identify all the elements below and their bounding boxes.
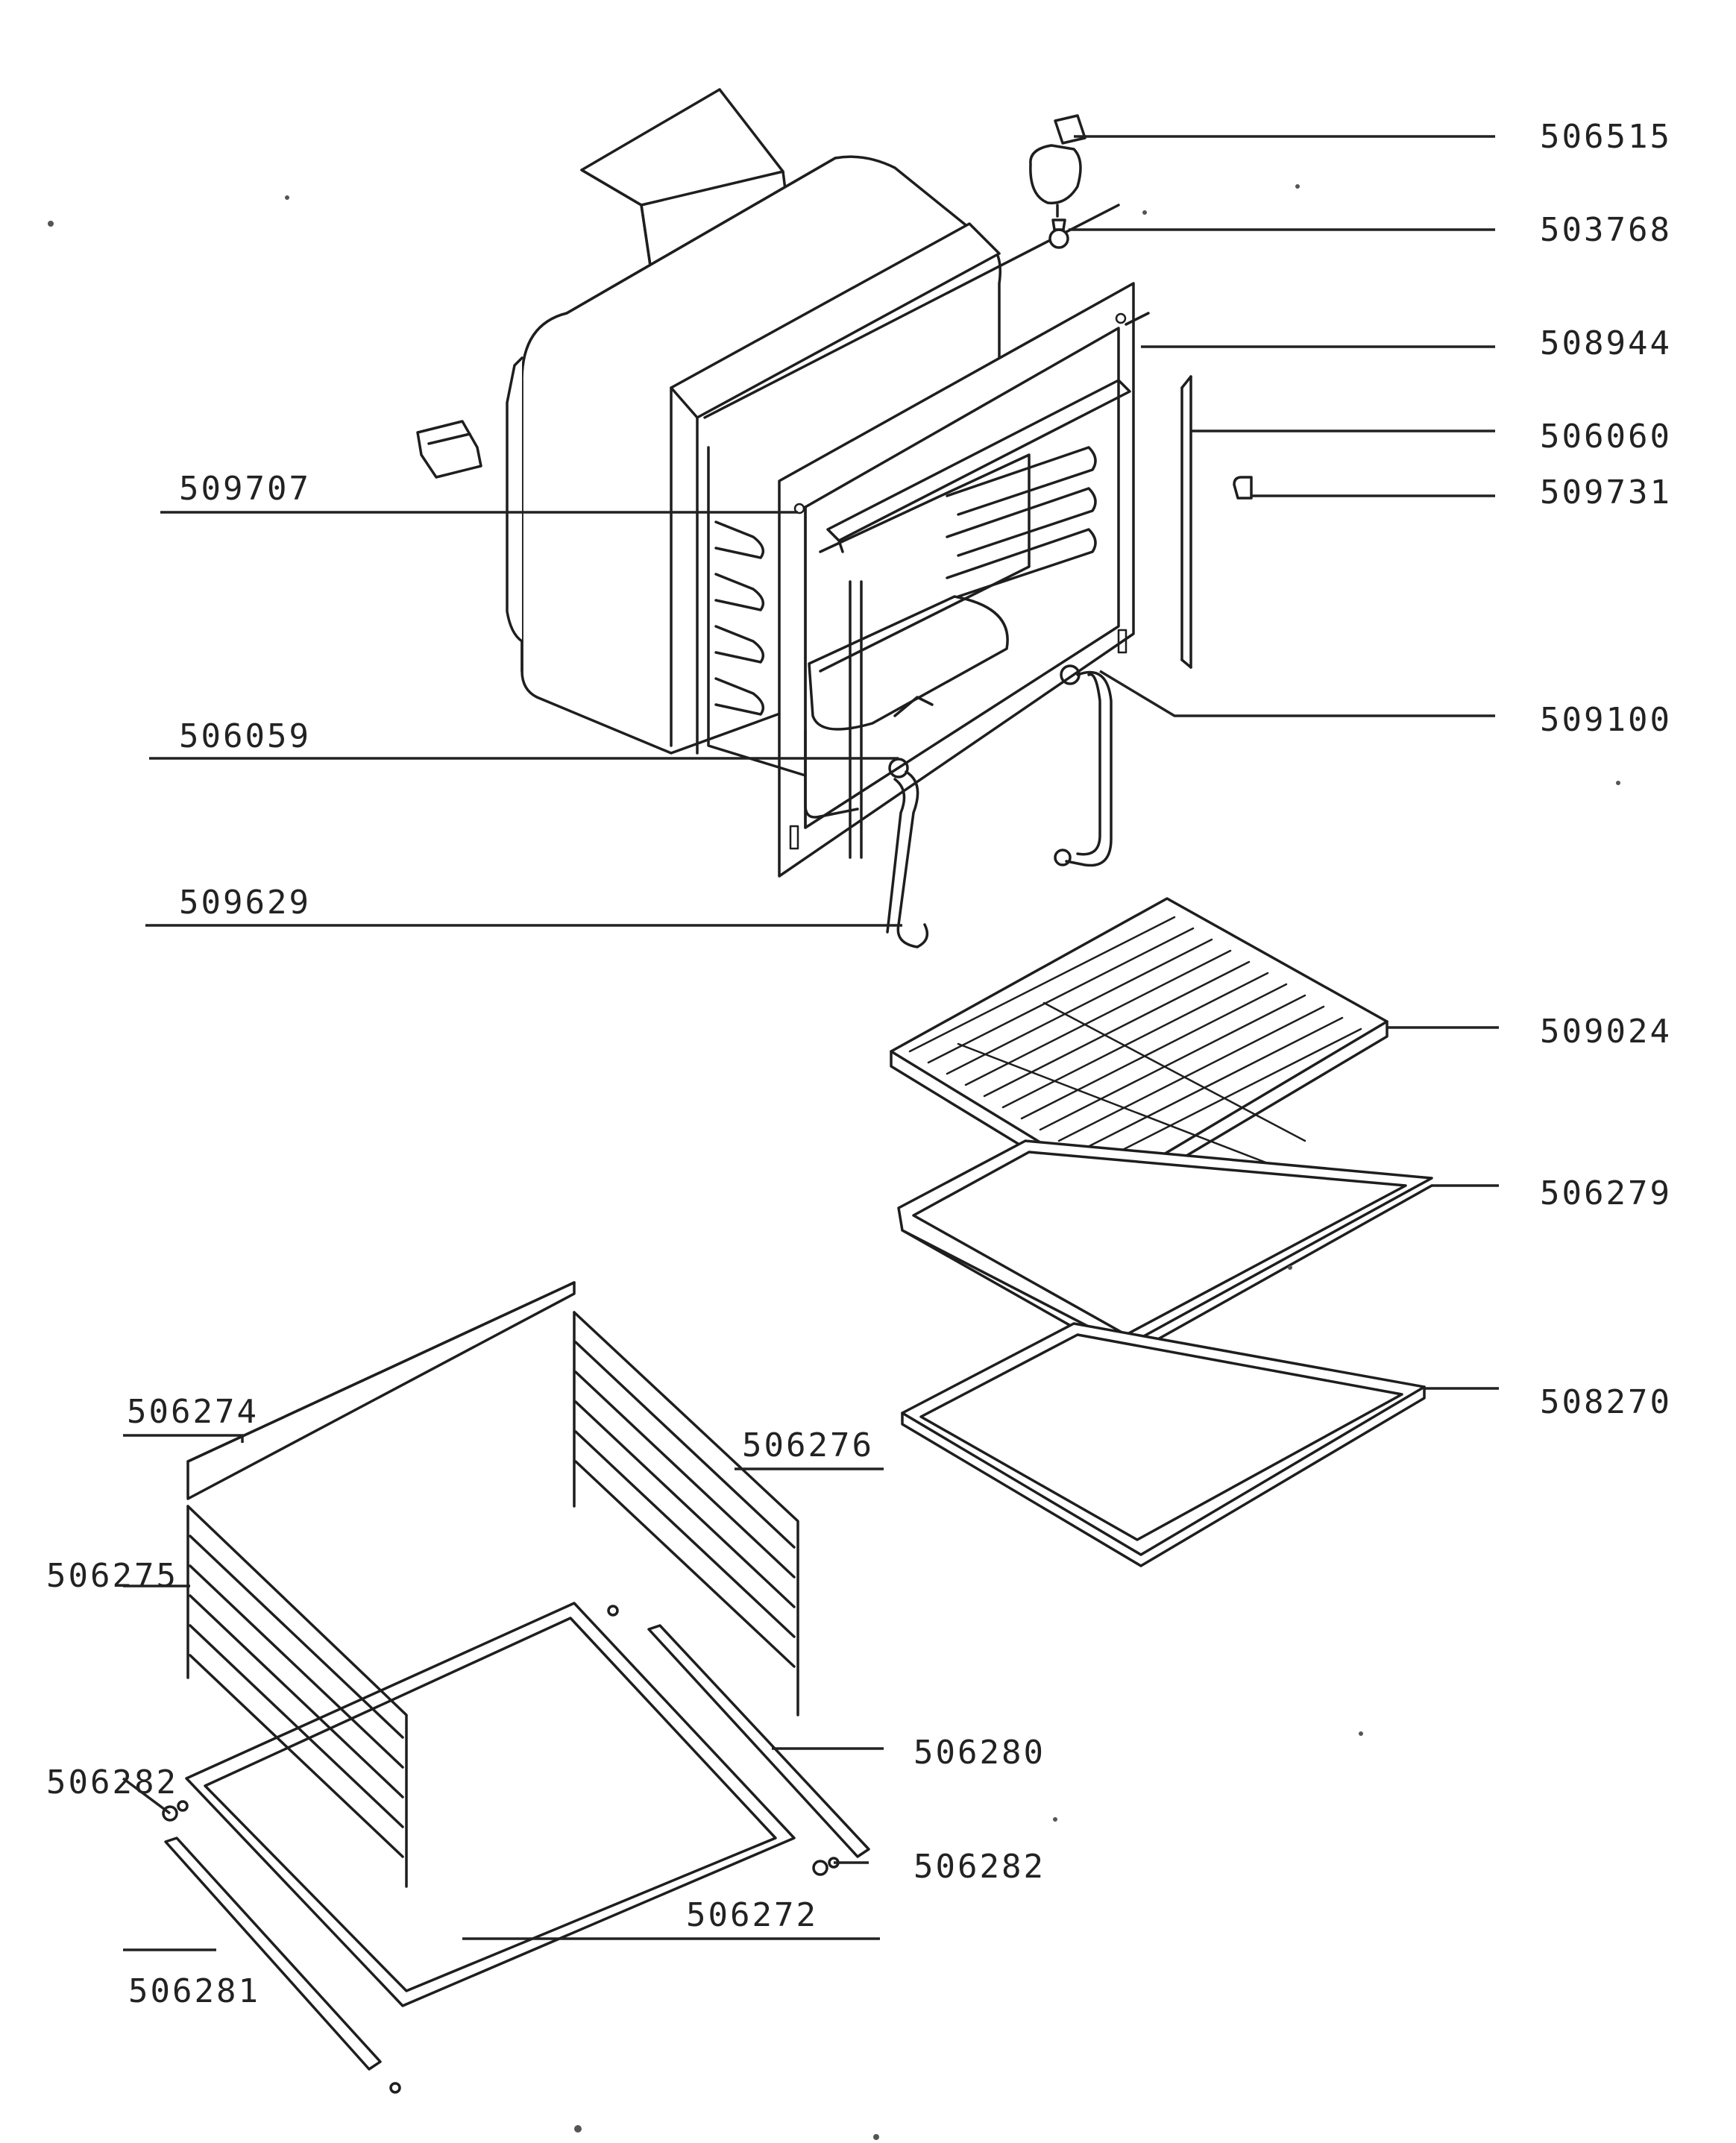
part-label-509731: 509731	[1540, 473, 1672, 512]
part-label-509100: 509100	[1540, 701, 1672, 739]
part-label-506280: 506280	[913, 1734, 1045, 1772]
part-label-506276: 506276	[742, 1426, 874, 1464]
part-labels: 506515 503768 508944 506060 509731 50970…	[46, 118, 1672, 2010]
part-label-509024: 509024	[1540, 1013, 1672, 1051]
part-label-506272: 506272	[686, 1896, 818, 1934]
part-label-506059: 506059	[179, 717, 311, 755]
leader-lines	[122, 135, 1499, 1951]
part-label-509629: 509629	[179, 884, 311, 922]
part-label-506060: 506060	[1540, 418, 1672, 456]
part-label-506279: 506279	[1540, 1174, 1672, 1212]
part-label-506515: 506515	[1540, 118, 1672, 156]
drip-frame-drawing	[901, 1322, 1426, 1567]
part-label-509707: 509707	[179, 470, 311, 508]
part-label-506275: 506275	[46, 1557, 178, 1595]
left-shelf-runners	[714, 520, 765, 716]
part-label-503768: 503768	[1540, 211, 1672, 249]
clip-drawing	[1233, 476, 1253, 500]
right-shelf-runners	[946, 446, 1097, 598]
oven-cavity-drawing	[416, 88, 1150, 878]
liner-assembly-drawing	[162, 1281, 870, 2094]
heating-element-509100	[1054, 664, 1113, 867]
part-label-508944: 508944	[1540, 324, 1672, 362]
part-label-506281: 506281	[128, 1972, 260, 2010]
scan-specks	[48, 184, 1620, 2140]
part-label-506282-right: 506282	[913, 1848, 1045, 1886]
side-rod-drawing	[1180, 375, 1192, 669]
baking-tray-drawing	[897, 1139, 1433, 1359]
part-label-506274: 506274	[127, 1393, 259, 1431]
part-label-508270: 508270	[1540, 1383, 1672, 1421]
part-label-506282-left: 506282	[46, 1763, 178, 1801]
